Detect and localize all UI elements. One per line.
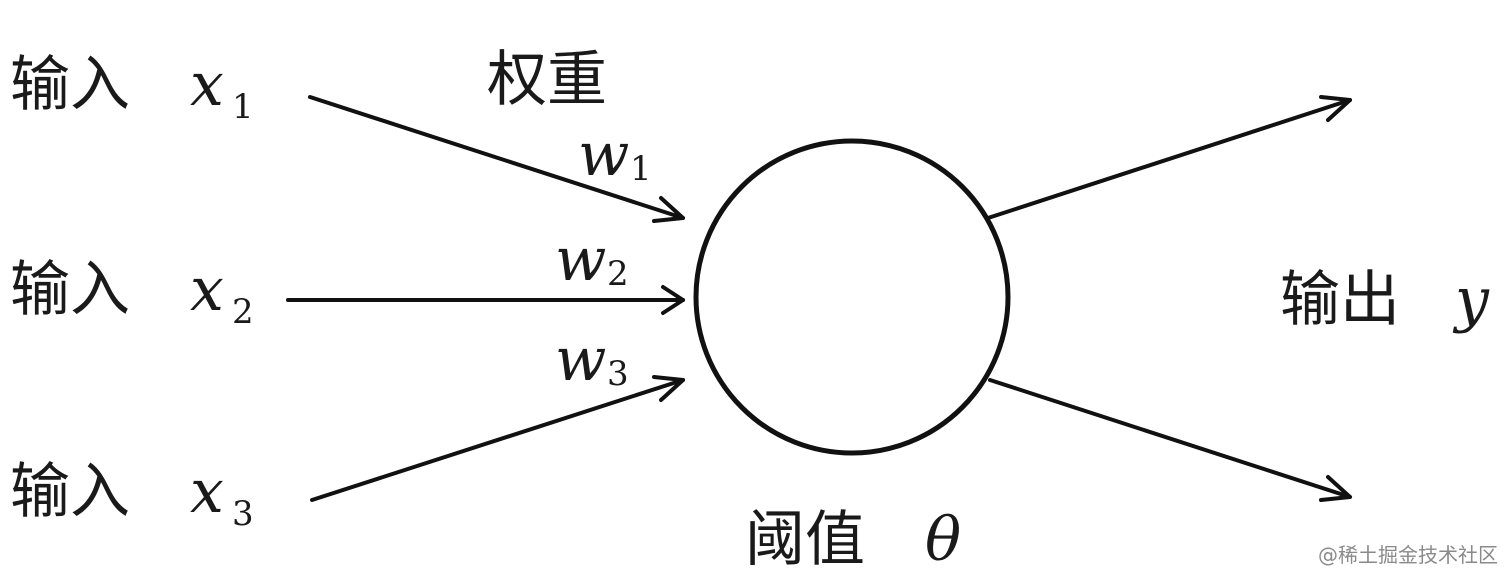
input-sub-3: 3 bbox=[232, 494, 254, 534]
weight-var-2: w bbox=[555, 225, 606, 295]
input-text-3: 输入 bbox=[10, 457, 130, 527]
input-var-1: x bbox=[190, 50, 224, 120]
weight-var-3: w bbox=[555, 325, 606, 395]
threshold-label: 阈值 θ bbox=[745, 505, 961, 575]
input-label-1: 输入 x 1 bbox=[10, 50, 254, 127]
input-sub-1: 1 bbox=[232, 87, 254, 127]
output-var: y bbox=[1452, 265, 1490, 335]
output-arrow-lower bbox=[988, 378, 1352, 502]
weight-var-1: w bbox=[578, 120, 629, 190]
weight-label-2: w 2 bbox=[555, 225, 629, 295]
threshold-text: 阈值 bbox=[745, 505, 865, 575]
weight-sub-1: 1 bbox=[630, 149, 652, 189]
input-var-3: x bbox=[190, 457, 224, 527]
weight-sub-3: 3 bbox=[607, 354, 629, 394]
watermark: @稀土掘金技术社区 bbox=[1318, 543, 1498, 567]
threshold-var: θ bbox=[925, 505, 961, 575]
input-arrow-3 bbox=[310, 375, 685, 502]
neuron-circle bbox=[693, 138, 1011, 456]
output-text: 输出 bbox=[1280, 265, 1400, 335]
weight-sub-2: 2 bbox=[607, 254, 629, 294]
input-label-3: 输入 x 3 bbox=[10, 457, 254, 534]
input-arrow-2 bbox=[286, 285, 685, 315]
input-label-2: 输入 x 2 bbox=[10, 255, 254, 332]
weight-label-3: w 3 bbox=[555, 325, 629, 395]
input-text-1: 输入 bbox=[10, 50, 130, 120]
input-sub-2: 2 bbox=[232, 292, 254, 332]
output-label: 输出 y bbox=[1280, 265, 1490, 335]
input-text-2: 输入 bbox=[10, 255, 130, 325]
weights-title: 权重 bbox=[487, 45, 607, 115]
weight-label-1: w 1 bbox=[578, 120, 652, 190]
input-var-2: x bbox=[190, 255, 224, 325]
output-arrow-upper bbox=[986, 95, 1352, 220]
input-arrow-1 bbox=[308, 95, 685, 223]
